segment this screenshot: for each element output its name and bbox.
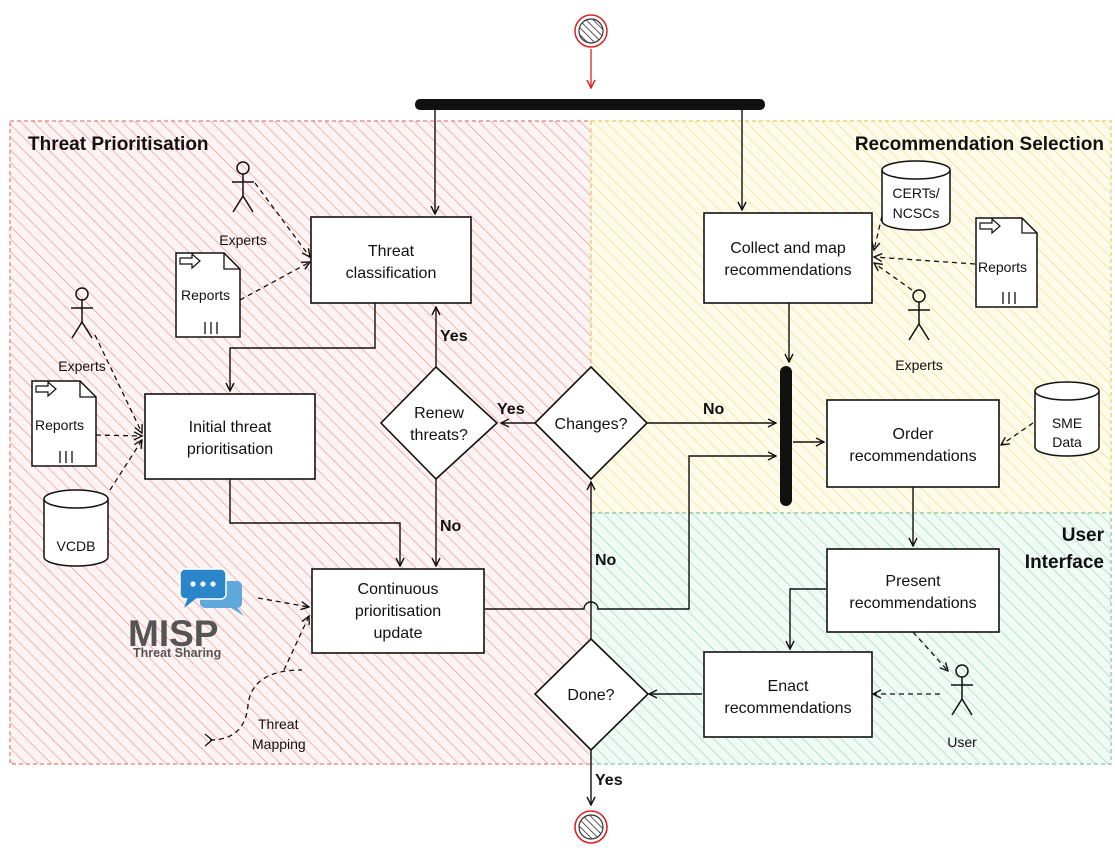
lane-title-user: User bbox=[1062, 525, 1105, 546]
fork-bar bbox=[415, 99, 765, 110]
edge-label-no-changes: No bbox=[703, 401, 725, 418]
document-reports-right-label: Reports bbox=[978, 259, 1027, 275]
node-continuous-line2: prioritisation bbox=[355, 603, 441, 620]
node-continuous-prioritisation-update: Continuous prioritisation update bbox=[311, 568, 485, 654]
node-order-line2: recommendations bbox=[849, 448, 976, 465]
database-certs-line2: NCSCs bbox=[893, 205, 940, 221]
node-collect-line1: Collect and map bbox=[730, 240, 846, 257]
node-enact-line1: Enact bbox=[768, 678, 809, 695]
actor-experts-right: Experts bbox=[895, 289, 943, 373]
decision-changes-label: Changes? bbox=[555, 416, 628, 433]
node-present-line2: recommendations bbox=[849, 595, 976, 612]
edge-label-no-renew: No bbox=[440, 518, 462, 535]
node-collect-line2: recommendations bbox=[724, 262, 851, 279]
node-initial-threat-prioritisation: Initial threat prioritisation bbox=[144, 393, 316, 480]
decision-renew-line2: threats? bbox=[410, 427, 468, 444]
decision-done: Done? bbox=[533, 637, 650, 752]
node-order-line1: Order bbox=[893, 426, 935, 443]
start-node bbox=[574, 14, 608, 88]
join-bar bbox=[780, 366, 792, 506]
node-enact-line2: recommendations bbox=[724, 700, 851, 717]
node-threat-classification-line1: Threat bbox=[368, 243, 415, 260]
node-threat-classification: Threat classification bbox=[310, 216, 472, 304]
lane-title-interface: Interface bbox=[1025, 552, 1104, 573]
database-sme-line2: Data bbox=[1052, 434, 1082, 450]
document-reports-left: Reports bbox=[31, 380, 97, 467]
database-certs-ncscs: CERTs/ NCSCs bbox=[881, 160, 951, 231]
edge-label-no-done: No bbox=[595, 552, 617, 569]
database-sme-line1: SME bbox=[1052, 415, 1082, 431]
database-vcdb-label: VCDB bbox=[57, 538, 96, 554]
end-node bbox=[574, 810, 608, 844]
data-flow-edges bbox=[94, 182, 1034, 741]
node-order-recommendations: Order recommendations bbox=[826, 399, 1000, 488]
actor-experts-left: Experts bbox=[58, 287, 106, 374]
database-sme-data: SME Data bbox=[1034, 381, 1100, 457]
actor-experts-top-label: Experts bbox=[219, 232, 266, 248]
decision-changes: Changes? bbox=[533, 365, 649, 481]
document-reports-top-label: Reports bbox=[181, 287, 230, 303]
actor-experts-top: Experts bbox=[219, 161, 267, 248]
node-threat-classification-line2: classification bbox=[346, 265, 437, 282]
misp-tagline: Threat Sharing bbox=[133, 646, 221, 660]
flow-edges bbox=[230, 110, 913, 805]
document-reports-right: Reports bbox=[975, 217, 1038, 308]
node-initial-prioritisation-line2: prioritisation bbox=[187, 441, 273, 458]
node-present-line1: Present bbox=[885, 573, 941, 590]
edge-labels: Yes No Yes No No Yes bbox=[440, 328, 725, 789]
database-certs-line1: CERTs/ bbox=[892, 185, 939, 201]
decision-renew-threats: Renew threats? bbox=[379, 365, 499, 481]
decision-done-label: Done? bbox=[567, 687, 614, 704]
document-reports-left-label: Reports bbox=[35, 417, 84, 433]
actor-user: User bbox=[947, 664, 977, 750]
node-collect-and-map-recommendations: Collect and map recommendations bbox=[703, 212, 873, 304]
actor-user-label: User bbox=[947, 734, 977, 750]
node-initial-prioritisation-line1: Initial threat bbox=[189, 419, 272, 436]
node-continuous-line3: update bbox=[374, 625, 423, 642]
decision-renew-line1: Renew bbox=[414, 405, 464, 422]
lane-title-threat-prioritisation: Threat Prioritisation bbox=[28, 134, 209, 155]
document-reports-top: Reports bbox=[175, 252, 241, 338]
chat-bubbles-icon bbox=[179, 568, 244, 616]
database-vcdb: VCDB bbox=[43, 489, 109, 567]
threat-mapping: Threat Mapping bbox=[204, 716, 306, 752]
node-continuous-line1: Continuous bbox=[358, 581, 439, 598]
edge-label-yes-changes: Yes bbox=[497, 401, 525, 418]
misp-wordmark: MISP bbox=[128, 613, 218, 654]
node-enact-recommendations: Enact recommendations bbox=[703, 651, 873, 738]
threat-mapping-line1: Threat bbox=[258, 716, 299, 732]
edge-label-yes-renew: Yes bbox=[440, 328, 468, 345]
actor-experts-left-label: Experts bbox=[58, 358, 105, 374]
lane-title-recommendation-selection: Recommendation Selection bbox=[855, 134, 1104, 155]
actor-experts-right-label: Experts bbox=[895, 357, 942, 373]
node-present-recommendations: Present recommendations bbox=[826, 548, 1000, 633]
misp-logo: MISP Threat Sharing bbox=[128, 568, 244, 660]
threat-mapping-line2: Mapping bbox=[252, 736, 306, 752]
edge-label-yes-done: Yes bbox=[595, 772, 623, 789]
